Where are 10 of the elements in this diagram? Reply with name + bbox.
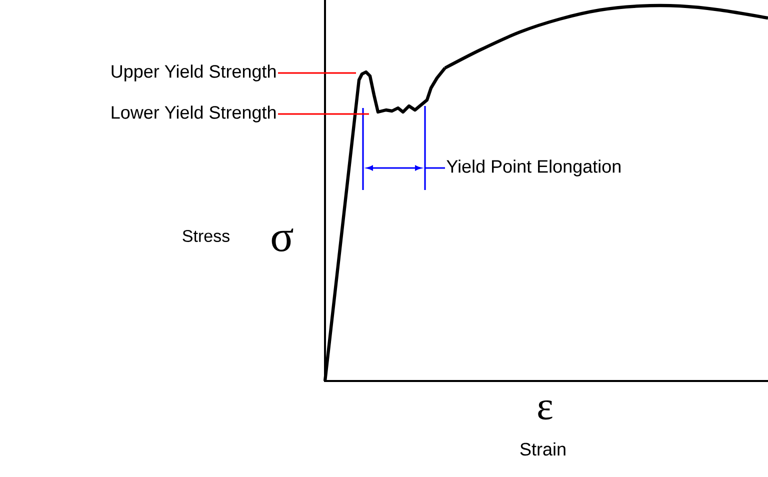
leader-line <box>425 167 445 169</box>
axis-label: Strain <box>520 442 566 456</box>
axis-symbol: ε <box>538 400 552 420</box>
leader-line <box>278 113 369 115</box>
callout-text: Lower Yield Strength <box>112 106 276 122</box>
leader-line <box>278 72 356 74</box>
callout-text: Yield Point Elongation <box>446 160 620 176</box>
axis-symbol: σ <box>272 228 294 252</box>
callout-text: Upper Yield Strength <box>112 64 276 82</box>
axis-label: Stress <box>182 230 230 242</box>
